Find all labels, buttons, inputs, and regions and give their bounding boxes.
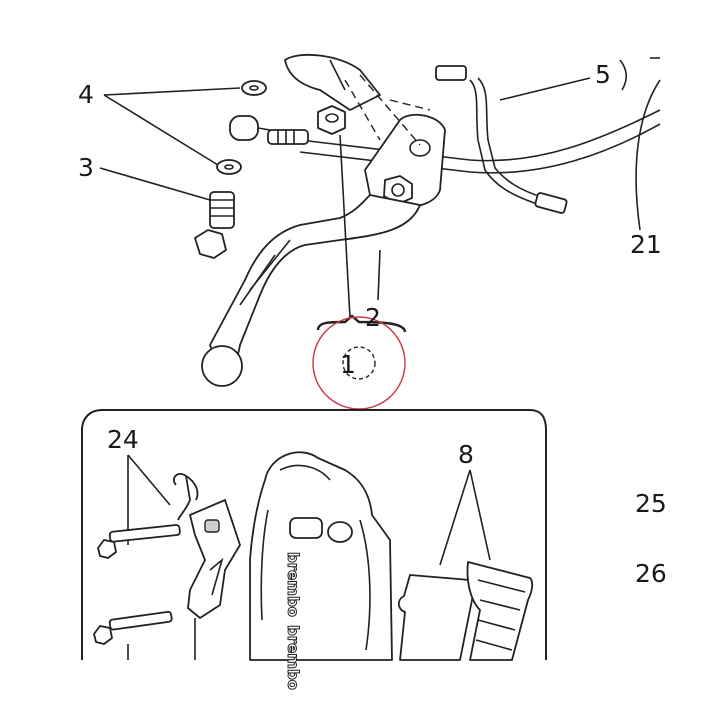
callout-2: 2	[365, 303, 381, 332]
callout-21: 21	[630, 230, 662, 259]
callout-24: 24	[107, 425, 139, 454]
lever-assembly	[99, 53, 661, 410]
callout-25: 25	[635, 489, 667, 518]
brake-pad-rear	[466, 561, 534, 661]
callout-5: 5	[595, 60, 611, 89]
switch-connector-top	[435, 65, 467, 81]
brake-pad-front	[397, 574, 475, 661]
caliper-brand-upper: brembo	[284, 552, 302, 617]
pad-spring	[187, 499, 241, 619]
lever-ball-end	[201, 345, 243, 387]
highlight-circle	[312, 316, 406, 410]
callout-4: 4	[78, 80, 94, 109]
callout-8: 8	[458, 440, 474, 469]
banjo-fitting	[229, 115, 259, 141]
banjo-bolt	[209, 191, 235, 229]
pin-bolt-top	[108, 524, 181, 543]
caliper-body	[249, 451, 393, 661]
pin-bolt-bottom-head	[93, 625, 113, 645]
callout-1: 1	[340, 350, 356, 379]
banjo-bolt-head	[194, 229, 227, 259]
switch-connector-bottom	[534, 192, 568, 214]
callout-3: 3	[78, 153, 94, 182]
pin-bolt-top-head	[97, 539, 117, 559]
hose-fitting	[267, 129, 309, 145]
r-clip	[173, 473, 199, 521]
caliper-brand-lower: brembo	[284, 625, 302, 690]
lever-nut	[317, 105, 346, 135]
pivot-bolt	[383, 175, 413, 205]
washer-top	[241, 80, 267, 96]
callout-26: 26	[635, 559, 667, 588]
pin-bolt-bottom	[108, 610, 173, 631]
caliper-panel: brembo brembo	[81, 409, 547, 690]
washer-bottom	[216, 159, 242, 175]
